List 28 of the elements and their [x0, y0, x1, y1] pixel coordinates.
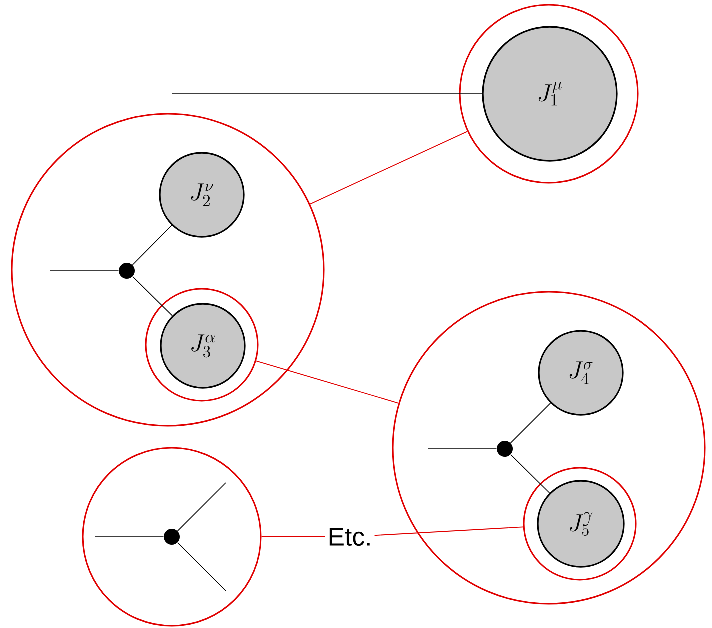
line — [50, 270, 120, 272]
etc-label: Etc. — [330, 528, 370, 546]
zoom-line — [256, 360, 400, 404]
line — [177, 482, 226, 532]
current-blob: $J_2^{\nu}$ — [159, 152, 245, 238]
zoom-circle — [82, 447, 262, 627]
current-blob: $J_5^{\gamma}$ — [537, 480, 625, 568]
line — [177, 542, 226, 592]
vertex-dot — [119, 263, 135, 279]
vertex-dot — [497, 441, 513, 457]
zoom-circle — [392, 291, 706, 605]
line — [132, 225, 172, 266]
line — [94, 536, 164, 538]
zoom-circle — [459, 4, 639, 184]
current-blob: $J_4^{\sigma}$ — [538, 330, 624, 416]
zoom-line — [261, 536, 326, 538]
zoom-circle — [11, 113, 325, 427]
line — [428, 448, 498, 450]
zoom-circle — [523, 467, 637, 581]
zoom-circle — [145, 288, 259, 402]
zoom-line — [374, 526, 524, 536]
line — [510, 402, 552, 444]
vertex-dot — [164, 529, 180, 545]
zoom-line — [310, 131, 468, 205]
line — [132, 276, 173, 316]
current-blob: $J_1^{\mu}$ — [482, 26, 618, 162]
line — [510, 454, 550, 494]
current-blob: $J_3^{\alpha}$ — [160, 303, 246, 389]
